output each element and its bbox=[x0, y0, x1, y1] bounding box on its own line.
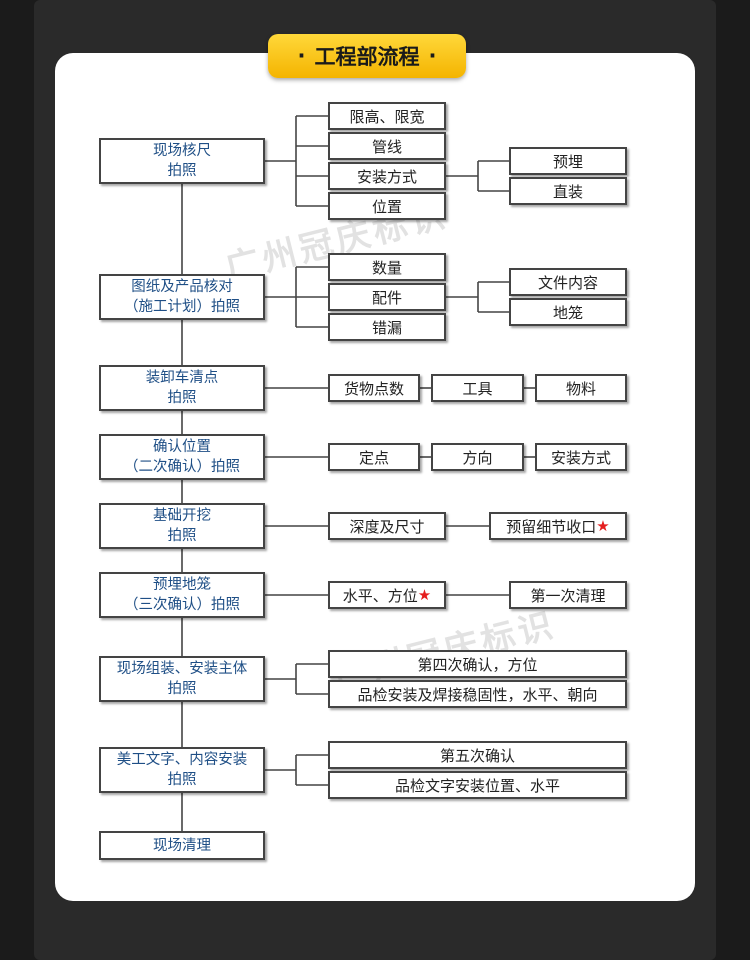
detail-height-width-limit: 限高、限宽 bbox=[328, 102, 446, 130]
step-line2: （二次确认）拍照 bbox=[124, 459, 240, 475]
step-foundation-dig: 基础开挖 拍照 bbox=[99, 503, 265, 549]
detail-goods-count: 货物点数 bbox=[328, 374, 420, 402]
step-line2: 拍照 bbox=[167, 390, 197, 406]
detail-file-content: 文件内容 bbox=[509, 268, 627, 296]
step-line1: 基础开挖 bbox=[153, 508, 211, 524]
title-dot-right: · bbox=[428, 44, 437, 68]
detail-level-orientation-label: 水平、方位 bbox=[342, 586, 418, 605]
detail-fifth-confirm: 第五次确认 bbox=[328, 741, 627, 769]
detail-qc-install-weld: 品检安装及焊接稳固性，水平、朝向 bbox=[328, 680, 627, 708]
step-drawing-check: 图纸及产品核对 （施工计划）拍照 bbox=[99, 274, 265, 320]
detail-accessories: 配件 bbox=[328, 283, 446, 311]
detail-materials: 物料 bbox=[535, 374, 627, 402]
detail-direction: 方向 bbox=[431, 443, 524, 471]
step-site-cleanup: 现场清理 bbox=[99, 831, 265, 860]
step-site-measure: 现场核尺 拍照 bbox=[99, 138, 265, 184]
step-line1: 美工文字、内容安装 bbox=[116, 752, 248, 768]
page-title: 工程部流程 bbox=[314, 45, 420, 69]
step-confirm-position: 确认位置 （二次确认）拍照 bbox=[99, 434, 265, 480]
step-line2: （三次确认）拍照 bbox=[124, 597, 240, 613]
detail-install-method-2: 安装方式 bbox=[535, 443, 627, 471]
step-unload-count: 装卸车清点 拍照 bbox=[99, 365, 265, 411]
detail-direct-install: 直装 bbox=[509, 177, 627, 205]
step-art-text-install: 美工文字、内容安装 拍照 bbox=[99, 747, 265, 793]
step-line2: 拍照 bbox=[167, 163, 197, 179]
star-icon: ★ bbox=[596, 517, 610, 535]
step-embed-cage: 预埋地笼 （三次确认）拍照 bbox=[99, 572, 265, 618]
detail-position: 位置 bbox=[328, 192, 446, 220]
step-line1: 图纸及产品核对 bbox=[131, 279, 233, 295]
detail-depth-size: 深度及尺寸 bbox=[328, 512, 446, 540]
step-line2: 拍照 bbox=[167, 528, 197, 544]
detail-fourth-confirm: 第四次确认，方位 bbox=[328, 650, 627, 678]
detail-quantity: 数量 bbox=[328, 253, 446, 281]
step-line1: 确认位置 bbox=[153, 439, 211, 455]
detail-fixed-point: 定点 bbox=[328, 443, 420, 471]
step-line1: 装卸车清点 bbox=[145, 370, 219, 386]
step-line1: 现场核尺 bbox=[153, 143, 211, 159]
detail-tools: 工具 bbox=[431, 374, 524, 402]
title-tab: · 工程部流程 · bbox=[268, 34, 466, 78]
step-line1: 现场组装、安装主体 bbox=[116, 661, 248, 677]
detail-reserved-finish: 预留细节收口★ bbox=[489, 512, 627, 540]
step-line2: （施工计划）拍照 bbox=[124, 299, 240, 315]
detail-pipelines: 管线 bbox=[328, 132, 446, 160]
title-dot-left: · bbox=[297, 44, 306, 68]
step-line2: 拍照 bbox=[167, 772, 197, 788]
detail-pre-embed: 预埋 bbox=[509, 147, 627, 175]
step-line1: 预埋地笼 bbox=[153, 577, 211, 593]
detail-qc-text-position: 品检文字安装位置、水平 bbox=[328, 771, 627, 799]
step-line1: 现场清理 bbox=[153, 837, 211, 854]
star-icon: ★ bbox=[417, 586, 432, 604]
detail-level-orientation: 水平、方位★ bbox=[328, 581, 446, 609]
detail-ground-cage: 地笼 bbox=[509, 298, 627, 326]
detail-errors-omissions: 错漏 bbox=[328, 313, 446, 341]
step-line2: 拍照 bbox=[167, 681, 197, 697]
step-assemble-main: 现场组装、安装主体 拍照 bbox=[99, 656, 265, 702]
detail-first-cleanup: 第一次清理 bbox=[509, 581, 627, 609]
detail-reserved-finish-label: 预留细节收口 bbox=[506, 517, 597, 536]
detail-install-method: 安装方式 bbox=[328, 162, 446, 190]
